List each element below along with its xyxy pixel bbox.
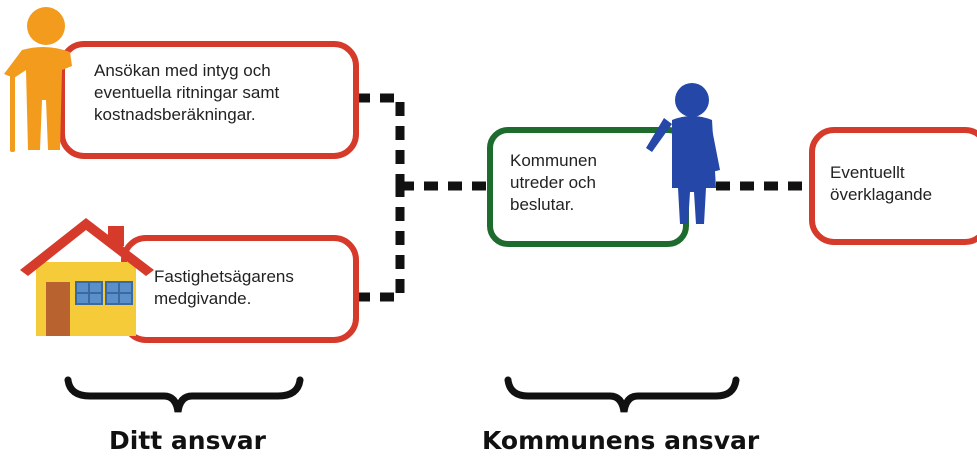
connector-application xyxy=(356,93,405,186)
house-icon xyxy=(20,218,154,336)
appeal-text: Eventuellt överklagande xyxy=(830,163,933,204)
brace-municipality-responsibility xyxy=(504,376,740,413)
application-text: Ansökan med intyg och eventuella ritning… xyxy=(94,61,280,124)
connectors xyxy=(356,93,812,302)
elderly-person-icon xyxy=(4,7,72,152)
connector-consent xyxy=(356,186,405,302)
caption-municipality-responsibility: Kommunens ansvar xyxy=(482,426,760,455)
brace-your-responsibility xyxy=(64,376,304,413)
owner-consent-text: Fastighetsägarens medgivande. xyxy=(154,267,294,308)
person-icon xyxy=(646,83,720,224)
application-box xyxy=(59,41,359,159)
municipality-text: Kommunen utreder och beslutar. xyxy=(510,151,597,214)
caption-your-responsibility: Ditt ansvar xyxy=(109,426,266,455)
appeal-box xyxy=(809,127,977,245)
